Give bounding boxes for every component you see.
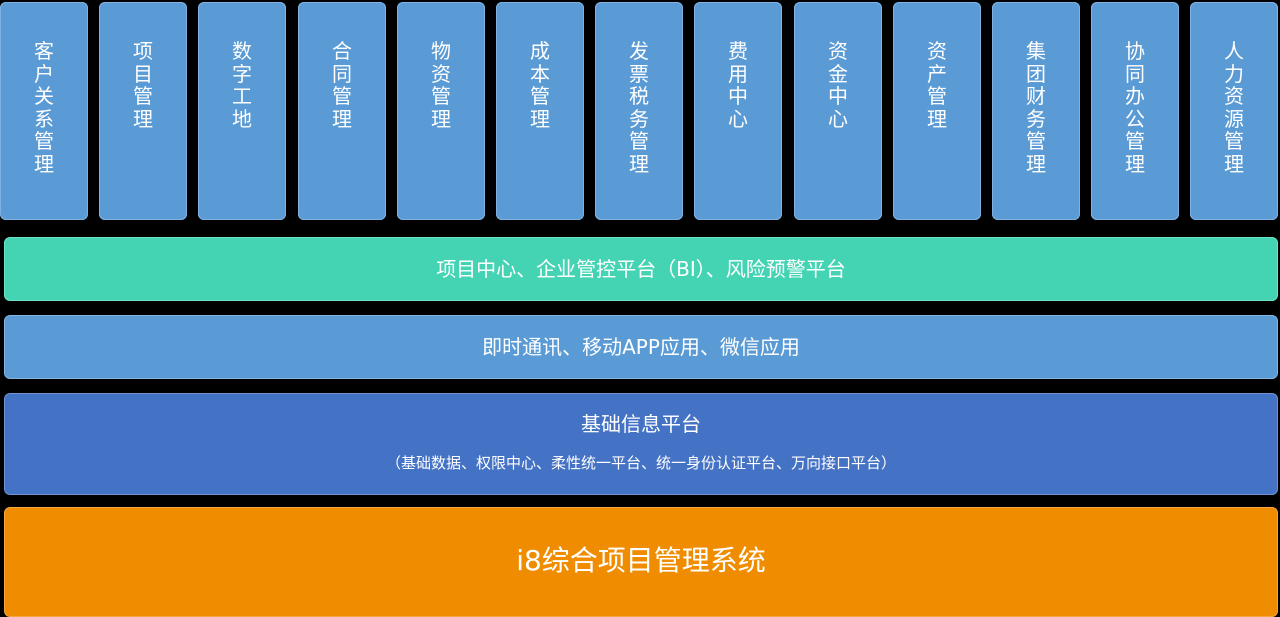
base-platform-title: 基础信息平台 [581,412,701,436]
base-platform-layer: 基础信息平台 （基础数据、权限中心、柔性统一平台、统一身份认证平台、万向接口平台… [4,393,1278,495]
module-label: 客户关系管理 [34,39,54,176]
module-label: 资金中心 [828,39,848,131]
system-layer: i8综合项目管理系统 [4,507,1278,617]
module-contract: 合同管理 [298,2,386,220]
mobile-layer: 即时通讯、移动APP应用、微信应用 [4,315,1278,379]
module-cost: 成本管理 [496,2,584,220]
module-label: 协同办公管理 [1125,39,1145,176]
module-label: 项目管理 [133,39,153,131]
module-label: 发票税务管理 [629,39,649,176]
module-label: 资产管理 [927,39,947,131]
base-platform-subtitle: （基础数据、权限中心、柔性统一平台、统一身份认证平台、万向接口平台） [385,454,896,472]
module-label: 人力资源管理 [1224,39,1244,176]
module-hr: 人力资源管理 [1190,2,1278,220]
module-expense: 费用中心 [694,2,782,220]
module-label: 集团财务管理 [1026,39,1046,176]
module-label: 数字工地 [232,39,252,131]
module-label: 费用中心 [728,39,748,131]
bi-layer: 项目中心、企业管控平台（BI）、风险预警平台 [4,237,1278,301]
module-digital-site: 数字工地 [198,2,286,220]
module-label: 成本管理 [530,39,550,131]
module-invoice-tax: 发票税务管理 [595,2,683,220]
module-group-finance: 集团财务管理 [992,2,1080,220]
module-assets: 资产管理 [893,2,981,220]
module-collab-office: 协同办公管理 [1091,2,1179,220]
module-materials: 物资管理 [397,2,485,220]
module-label: 物资管理 [431,39,451,131]
module-project: 项目管理 [99,2,187,220]
module-crm: 客户关系管理 [0,2,88,220]
module-label: 合同管理 [332,39,352,131]
module-funds: 资金中心 [794,2,882,220]
